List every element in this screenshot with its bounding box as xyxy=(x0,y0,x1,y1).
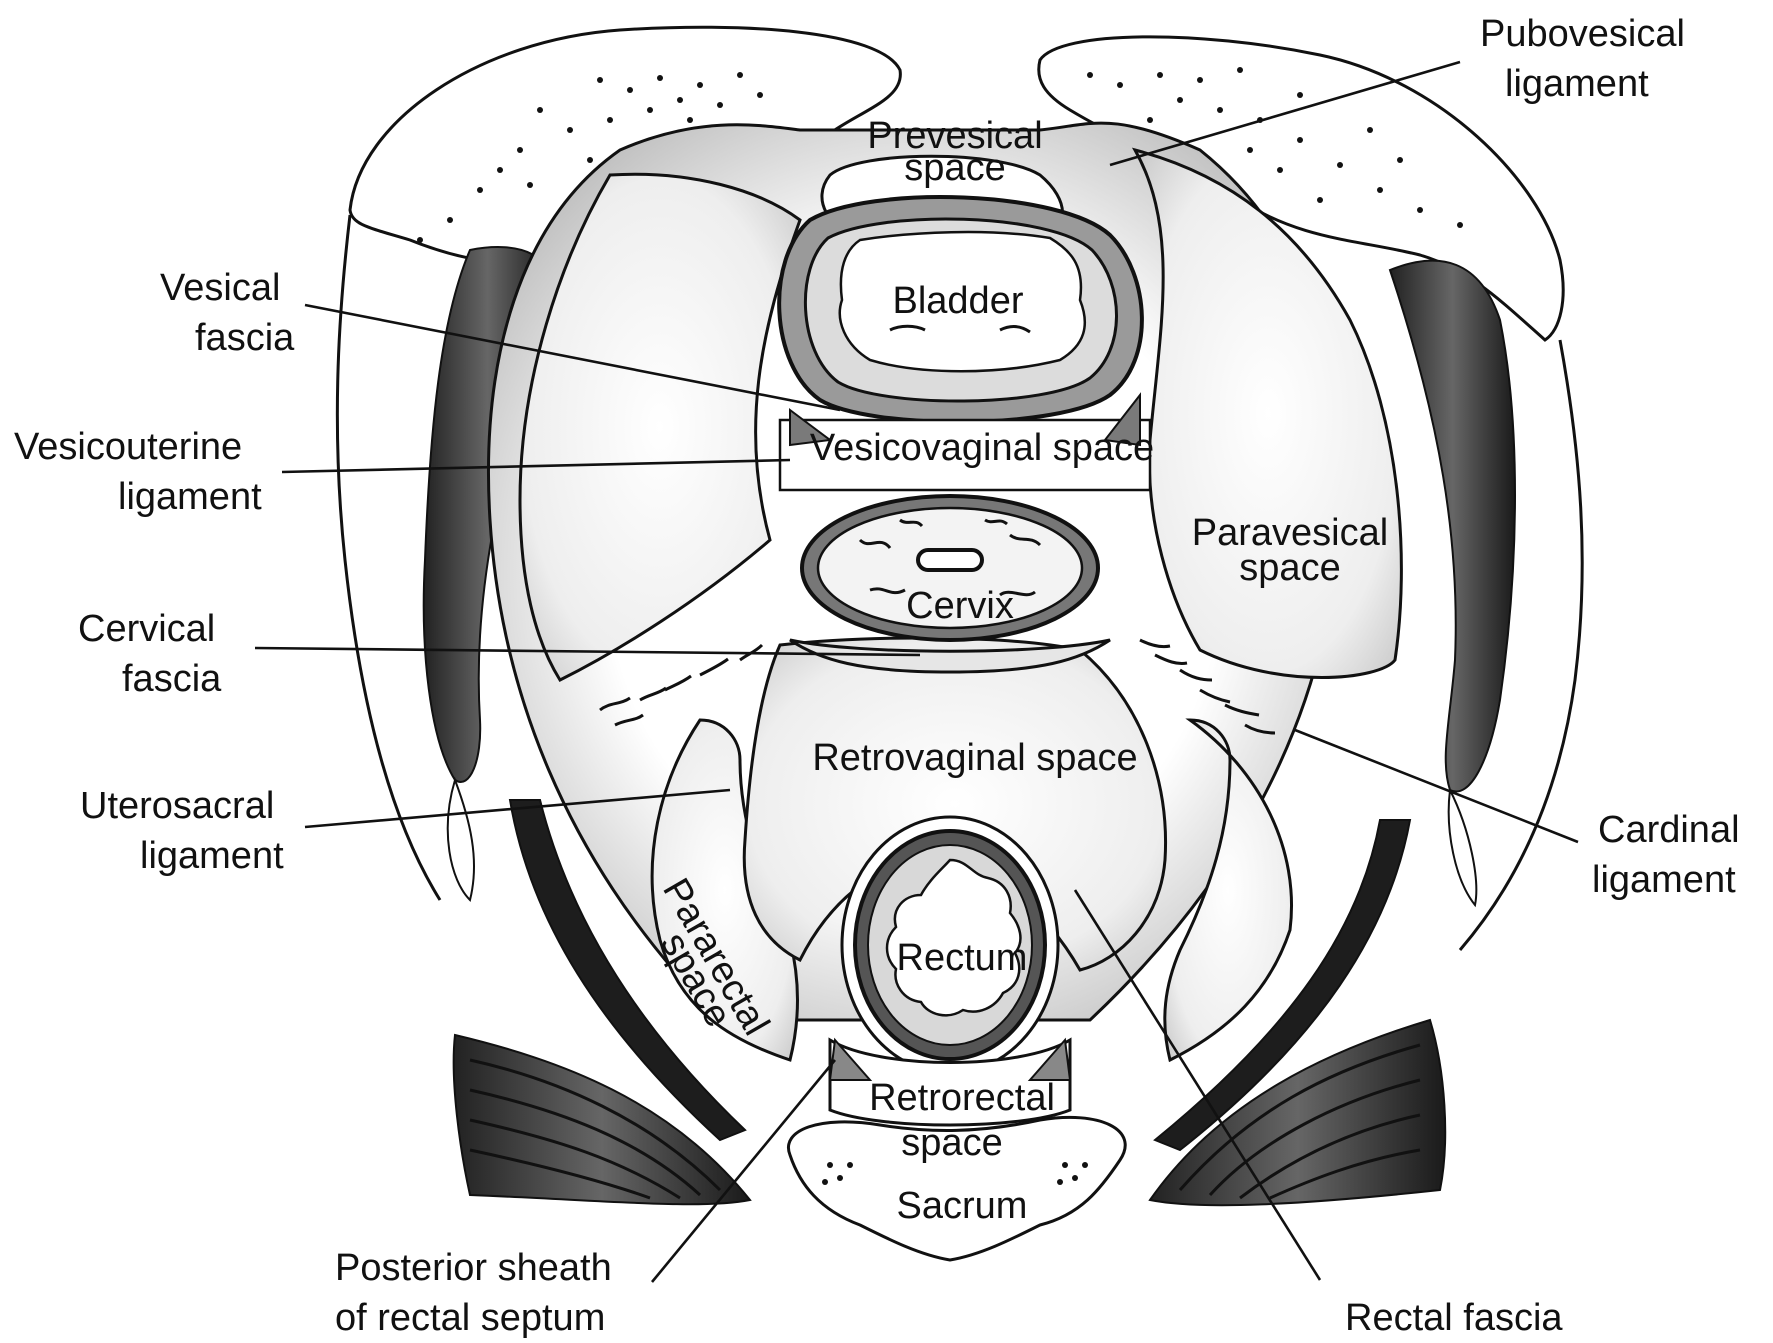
label-prevesical-2: space xyxy=(904,147,1005,189)
label-uterosacral-1: Uterosacral xyxy=(80,785,274,827)
label-pubovesical-1: Pubovesical xyxy=(1480,13,1685,55)
label-bladder: Bladder xyxy=(893,280,1024,322)
label-posterior-sheath-2: of rectal septum xyxy=(335,1297,605,1339)
label-rectum: Rectum xyxy=(897,937,1028,979)
label-cervix: Cervix xyxy=(906,585,1014,627)
label-vesical-fascia-2: fascia xyxy=(195,317,295,359)
label-uterosacral-2: ligament xyxy=(140,835,284,877)
label-sacrum: Sacrum xyxy=(897,1185,1028,1227)
leader-cardinal xyxy=(1295,730,1578,842)
label-retrorectal-1: Retrorectal xyxy=(869,1077,1055,1119)
label-cervical-fascia-1: Cervical xyxy=(78,608,215,650)
label-vesicouterine-1: Vesicouterine xyxy=(14,426,242,468)
label-pubovesical-2: ligament xyxy=(1505,63,1649,105)
label-rectal-fascia: Rectal fascia xyxy=(1345,1297,1563,1339)
label-cervical-fascia-2: fascia xyxy=(122,658,222,700)
label-paravesical-2: space xyxy=(1239,547,1340,589)
leader-pubovesical xyxy=(1110,62,1460,165)
paravesical-space-right xyxy=(1135,150,1401,678)
label-retrovaginal: Retrovaginal space xyxy=(812,737,1137,779)
label-cardinal-2: ligament xyxy=(1592,859,1736,901)
label-retrorectal-2: space xyxy=(901,1122,1002,1164)
label-posterior-sheath-1: Posterior sheath xyxy=(335,1247,612,1289)
label-vesicouterine-2: ligament xyxy=(118,476,262,518)
label-cardinal-1: Cardinal xyxy=(1598,809,1740,851)
label-vesical-fascia-1: Vesical xyxy=(160,267,280,309)
label-vesicovaginal: Vesicovaginal space xyxy=(810,427,1154,469)
